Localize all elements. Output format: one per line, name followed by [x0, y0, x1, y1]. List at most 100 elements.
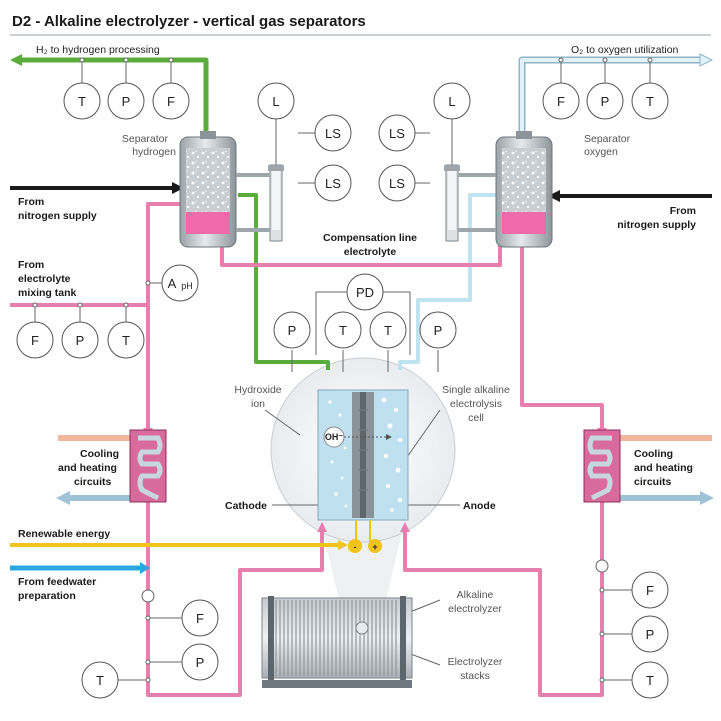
cooling-lines-left	[56, 435, 138, 505]
level-gauge-right	[444, 164, 496, 242]
instrument-level-right: L	[433, 82, 471, 120]
level-gauge-left	[236, 164, 284, 242]
cooling-right-label-1: Cooling	[634, 448, 673, 460]
renewable-energy-line	[10, 540, 348, 550]
instrument-o2-f: F	[542, 82, 580, 120]
cooling-left-label-2: and heating	[58, 462, 117, 474]
instrument-cell-p-right: P	[419, 311, 457, 349]
instrument-lb-t: T	[81, 661, 119, 699]
minus-sign: -	[354, 542, 357, 552]
svg-text:L: L	[272, 94, 279, 109]
anode-label: Anode	[463, 500, 496, 512]
instrument-o2-t: T	[631, 82, 669, 120]
heat-exchanger-left	[129, 429, 167, 503]
svg-text:T: T	[339, 323, 347, 338]
instrument-h2-f: F	[152, 82, 190, 120]
svg-text:P: P	[76, 333, 85, 348]
instrument-ls-left-top: LS	[314, 114, 352, 152]
svg-text:PD: PD	[356, 285, 374, 300]
instrument-lb-p: P	[181, 643, 219, 681]
cooling-left-label-3: circuits	[74, 476, 112, 488]
instrument-h2-p: P	[107, 82, 145, 120]
tap-points	[32, 57, 653, 683]
instrument-rb-t: T	[631, 661, 669, 699]
hydroxide-ion-label: OH⁻	[325, 432, 344, 442]
instrument-cell-p-left: P	[273, 311, 311, 349]
comp-line-label-2: electrolyte	[344, 246, 397, 258]
svg-text:T: T	[646, 94, 654, 109]
svg-text:F: F	[167, 94, 175, 109]
instrument-in-p: P	[61, 321, 99, 359]
comp-line-label-1: Compensation line	[323, 232, 417, 244]
instrument-level-left: L	[257, 82, 295, 120]
feed-valve-left	[141, 589, 155, 603]
hydroxide-label-1: Hydroxide	[234, 384, 281, 396]
svg-text:F: F	[196, 611, 204, 626]
cooling-left-label-1: Cooling	[80, 448, 119, 460]
n2-right-label-1: From	[670, 205, 696, 217]
elec-tank-label-2: electrolyte	[18, 273, 71, 285]
svg-text:P: P	[601, 94, 610, 109]
cell-label-2: electrolysis	[450, 398, 502, 410]
cathode-label: Cathode	[225, 500, 267, 512]
electrolysis-cell: OH⁻	[317, 389, 409, 546]
svg-text:pH: pH	[181, 281, 193, 291]
feed-valve-right	[595, 559, 609, 573]
sep-o-label-1: Separator	[584, 133, 631, 145]
feedwater-label-1: From feedwater	[18, 576, 96, 588]
cell-label-3: cell	[468, 412, 484, 424]
h2-out-label: H₂ to hydrogen processing	[36, 44, 160, 56]
electrolyte-arrow-anode	[400, 522, 410, 532]
instrument-lb-f: F	[181, 599, 219, 637]
svg-text:F: F	[557, 94, 565, 109]
instrument-aph: A pH	[161, 264, 199, 302]
svg-text:T: T	[96, 673, 104, 688]
instrument-ls-right-top: LS	[378, 114, 416, 152]
alk-label-1: Alkaline	[457, 589, 494, 601]
n2-left-label-1: From	[18, 196, 44, 208]
svg-text:A: A	[168, 276, 177, 291]
feedwater-label-2: preparation	[18, 590, 76, 602]
svg-text:LS: LS	[325, 126, 341, 141]
instrument-rb-f: F	[631, 571, 669, 609]
nitrogen-line-right	[548, 190, 712, 202]
instrument-cell-t-left: T	[324, 311, 362, 349]
instrument-in-t: T	[107, 321, 145, 359]
electrolyte-arrow-cathode	[317, 522, 327, 532]
svg-text:P: P	[122, 94, 131, 109]
svg-text:T: T	[384, 323, 392, 338]
renewable-label: Renewable energy	[18, 528, 110, 540]
electrolyzer-stack	[261, 596, 413, 688]
sep-h-label-2: hydrogen	[132, 146, 176, 158]
page-title: D2 - Alkaline electrolyzer - vertical ga…	[12, 13, 366, 30]
sep-o-label-2: oxygen	[584, 146, 618, 158]
instrument-o2-p: P	[586, 82, 624, 120]
stack-label-1: Electrolyzer	[448, 656, 503, 668]
n2-right-label-2: nitrogen supply	[617, 219, 696, 231]
instruments: T P F F P T L L LS LS LS LS A pH F P T P…	[16, 82, 669, 699]
anode-terminal: +	[368, 539, 382, 553]
plus-sign: +	[372, 542, 377, 552]
svg-text:T: T	[646, 673, 654, 688]
elec-tank-label-1: From	[18, 259, 44, 271]
feedwater-line	[10, 562, 150, 574]
hydrogen-separator	[179, 131, 237, 248]
svg-text:LS: LS	[325, 176, 341, 191]
instrument-pd: PD	[346, 273, 384, 311]
instrument-rb-p: P	[631, 615, 669, 653]
svg-text:LS: LS	[389, 176, 405, 191]
cathode-terminal: -	[348, 539, 362, 553]
elec-tank-label-3: mixing tank	[18, 287, 77, 299]
cooling-right-label-3: circuits	[634, 476, 672, 488]
cooling-lines-right	[612, 435, 714, 505]
instrument-in-f: F	[16, 321, 54, 359]
instrument-ls-left-bottom: LS	[314, 164, 352, 202]
svg-text:F: F	[31, 333, 39, 348]
svg-text:P: P	[434, 323, 443, 338]
oxygen-separator	[495, 131, 553, 248]
o2-out-label: O₂ to oxygen utilization	[571, 44, 679, 56]
svg-text:T: T	[122, 333, 130, 348]
heat-exchanger-right	[583, 429, 621, 503]
svg-text:F: F	[646, 583, 654, 598]
